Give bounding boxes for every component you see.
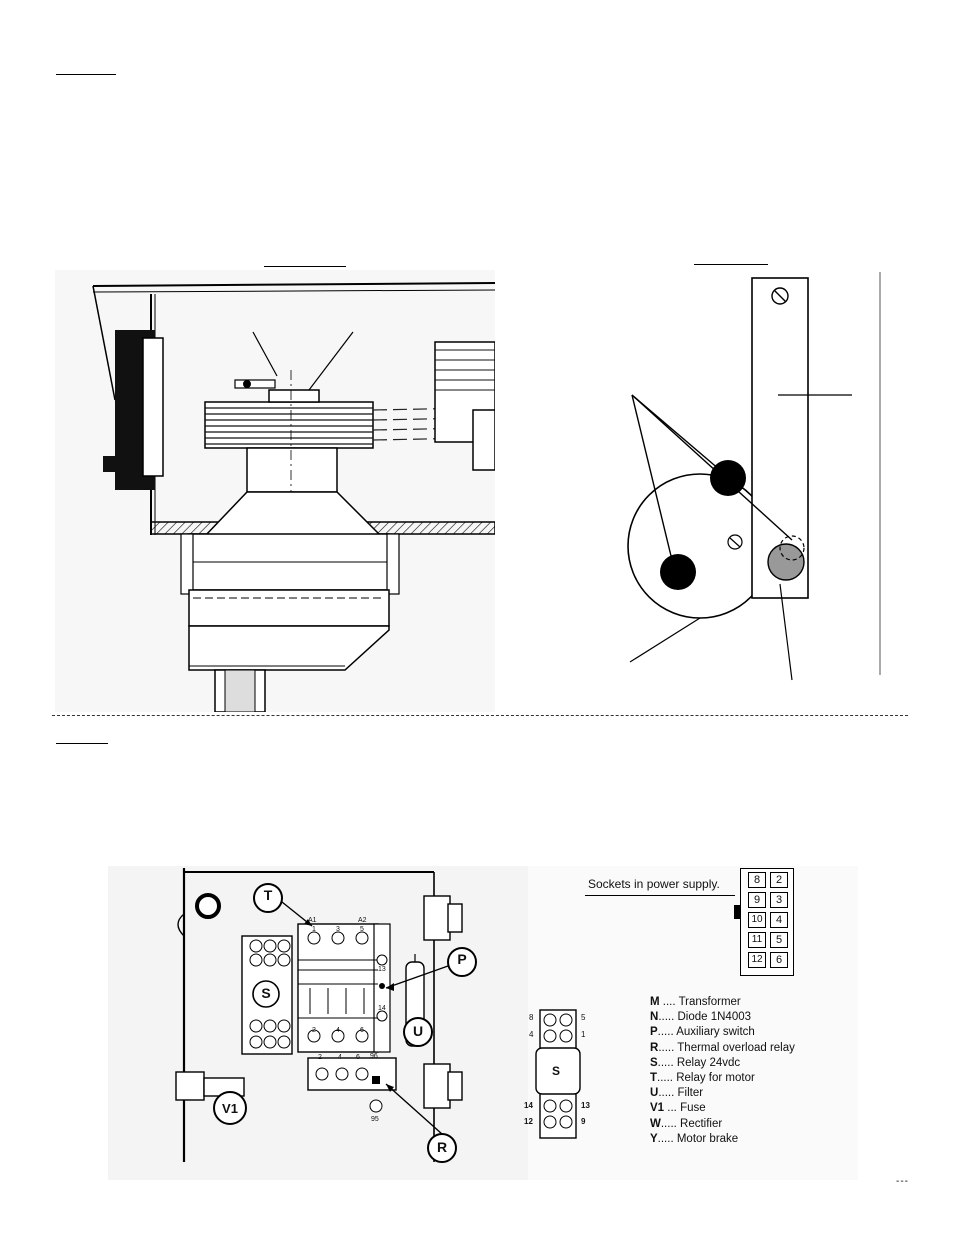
socket-pin-2: 2 <box>770 872 788 888</box>
relay-s-center-label: S <box>552 1064 561 1078</box>
sockets-label: Sockets in power supply. <box>588 877 720 891</box>
pinout-panel-bg <box>528 866 858 1180</box>
contactor-term-6: 6 <box>360 1027 364 1034</box>
relay-s-pin-12: 12 <box>524 1117 533 1126</box>
socket-pin-6: 6 <box>770 952 788 968</box>
legend-row: M .... Transformer <box>650 996 741 1008</box>
contactor-term-4: 4 <box>336 1027 340 1034</box>
component-legend: M .... Transformer N..... Diode 1N4003 P… <box>650 995 795 1147</box>
overload-96-label: 96 <box>370 1053 378 1060</box>
socket-pin-10: 10 <box>748 912 766 928</box>
callout-p-label: P <box>457 951 467 967</box>
aux-contact-13: 13 <box>378 966 386 973</box>
socket-pin-11: 11 <box>748 932 766 948</box>
contactor-term-1: 1 <box>312 926 316 933</box>
overload-term-2: 2 <box>318 1054 322 1061</box>
legend-row: W..... Rectifier <box>650 1117 723 1130</box>
sockets-label-underline <box>585 895 735 896</box>
contactor-term-5: 5 <box>360 926 364 933</box>
pulley-assembly-diagram <box>55 270 495 712</box>
legend-row: V1 ... Fuse <box>650 1102 706 1115</box>
contactor-term-3: 3 <box>336 926 340 933</box>
callout-r-label: R <box>436 1139 448 1155</box>
overload-95-label: 95 <box>371 1116 379 1123</box>
overload-term-4: 4 <box>338 1054 342 1061</box>
relay-s-pin-5: 5 <box>581 1013 586 1022</box>
contactor-a1-label: A1 <box>308 917 317 924</box>
contactor-term-2: 2 <box>312 1027 316 1034</box>
relay-s-pin-9: 9 <box>581 1117 586 1126</box>
socket-connector <box>740 868 794 976</box>
legend-row: T..... Relay for motor <box>650 1072 755 1085</box>
socket-pin-3: 3 <box>770 892 788 908</box>
socket-key-tab <box>734 905 740 919</box>
brake-plate-diagram <box>627 272 881 681</box>
overload-term-6: 6 <box>356 1054 360 1061</box>
legend-row: N..... Diode 1N4003 <box>650 1011 752 1024</box>
socket-pin-9: 9 <box>748 892 766 908</box>
callout-v1-label: V1 <box>222 1101 238 1116</box>
legend-row: R..... Thermal overload relay <box>650 1041 795 1054</box>
socket-pin-5: 5 <box>770 932 788 948</box>
section-heading-rule-top <box>56 74 116 75</box>
legend-row: U..... Filter <box>650 1087 704 1100</box>
socket-pin-4: 4 <box>770 912 788 928</box>
figure-heading-rule-right <box>694 264 768 265</box>
socket-pin-12: 12 <box>748 952 766 968</box>
relay-s-pin-1: 1 <box>581 1030 586 1039</box>
legend-row: Y..... Motor brake <box>650 1132 739 1145</box>
callout-u-label: U <box>412 1023 424 1039</box>
page-footer-mark: --- <box>896 1176 909 1187</box>
aux-contact-14: 14 <box>378 1005 386 1012</box>
relay-s-pin-8: 8 <box>529 1013 534 1022</box>
section-divider <box>52 715 908 716</box>
callout-t-label: T <box>263 887 273 903</box>
relay-s-pin-14: 14 <box>524 1101 533 1110</box>
section-heading-rule-bottom <box>56 743 108 744</box>
control-box-diagram <box>108 866 528 1180</box>
figure-heading-rule-left <box>264 266 346 267</box>
relay-s-pinout <box>535 1009 581 1139</box>
legend-row: P..... Auxiliary switch <box>650 1026 755 1039</box>
socket-pin-8: 8 <box>748 872 766 888</box>
relay-s-pin-13: 13 <box>581 1101 590 1110</box>
contactor-a2-label: A2 <box>358 917 367 924</box>
callout-s-label: S <box>261 985 271 1001</box>
legend-row: S..... Relay 24vdc <box>650 1056 741 1069</box>
relay-s-pin-4: 4 <box>529 1030 534 1039</box>
